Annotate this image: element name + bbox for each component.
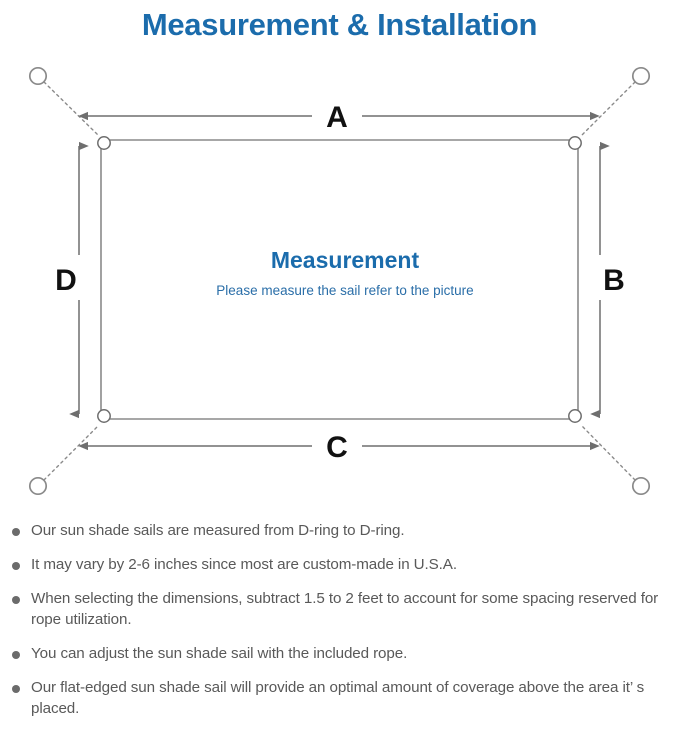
page-title: Measurement & Installation xyxy=(0,2,679,48)
anchor-points xyxy=(28,66,651,496)
rope-line-top-right xyxy=(581,81,636,136)
list-item: Our flat-edged sun shade sail will provi… xyxy=(0,677,679,719)
dimension-b-label: B xyxy=(603,264,625,297)
rope-line-bottom-right xyxy=(581,425,636,481)
dimension-a-label: A xyxy=(326,101,348,134)
d-ring-top-left xyxy=(97,136,111,150)
anchor-ring-bottom-right xyxy=(631,476,651,496)
bullet-icon xyxy=(12,562,20,570)
d-ring-bottom-left xyxy=(97,409,111,423)
dimension-d: D xyxy=(55,141,89,419)
list-item-text: It may vary by 2-6 inches since most are… xyxy=(31,556,457,573)
bullet-icon xyxy=(12,596,20,604)
anchor-ring-top-left xyxy=(28,66,48,86)
bullet-icon xyxy=(12,685,20,693)
dimension-d-label: D xyxy=(55,264,77,297)
sail-label-subtitle: Please measure the sail refer to the pic… xyxy=(216,283,473,298)
d-rings xyxy=(97,136,582,423)
dimension-a: A xyxy=(78,101,600,134)
bullet-icon xyxy=(12,528,20,536)
page-title-text: Measurement & Installation xyxy=(141,7,538,42)
list-item: It may vary by 2-6 inches since most are… xyxy=(0,554,679,575)
bullet-icon xyxy=(12,651,20,659)
notes-list: Our sun shade sails are measured from D-… xyxy=(0,520,679,739)
list-item-text: When selecting the dimensions, subtract … xyxy=(31,590,659,628)
dimension-c-label: C xyxy=(326,431,348,464)
measurement-diagram: A C D B Measurement Please me xyxy=(0,50,679,512)
rope-line-bottom-left xyxy=(43,425,99,481)
list-item: You can adjust the sun shade sail with t… xyxy=(0,643,679,664)
list-item: Our sun shade sails are measured from D-… xyxy=(0,520,679,541)
rope-line-top-left xyxy=(43,81,99,136)
list-item-text: Our sun shade sails are measured from D-… xyxy=(31,522,405,539)
sail-rectangle xyxy=(100,139,579,420)
d-ring-top-right xyxy=(568,136,582,150)
d-ring-bottom-right xyxy=(568,409,582,423)
list-item-text: You can adjust the sun shade sail with t… xyxy=(31,645,408,662)
dimension-c: C xyxy=(78,431,600,464)
list-item-text: Our flat-edged sun shade sail will provi… xyxy=(31,679,645,717)
dimension-b: B xyxy=(590,141,625,419)
anchor-ring-top-right xyxy=(631,66,651,86)
anchor-ring-bottom-left xyxy=(28,476,48,496)
list-item: When selecting the dimensions, subtract … xyxy=(0,588,679,630)
rope-lines xyxy=(43,81,636,481)
sail-label-title: Measurement xyxy=(271,247,420,273)
